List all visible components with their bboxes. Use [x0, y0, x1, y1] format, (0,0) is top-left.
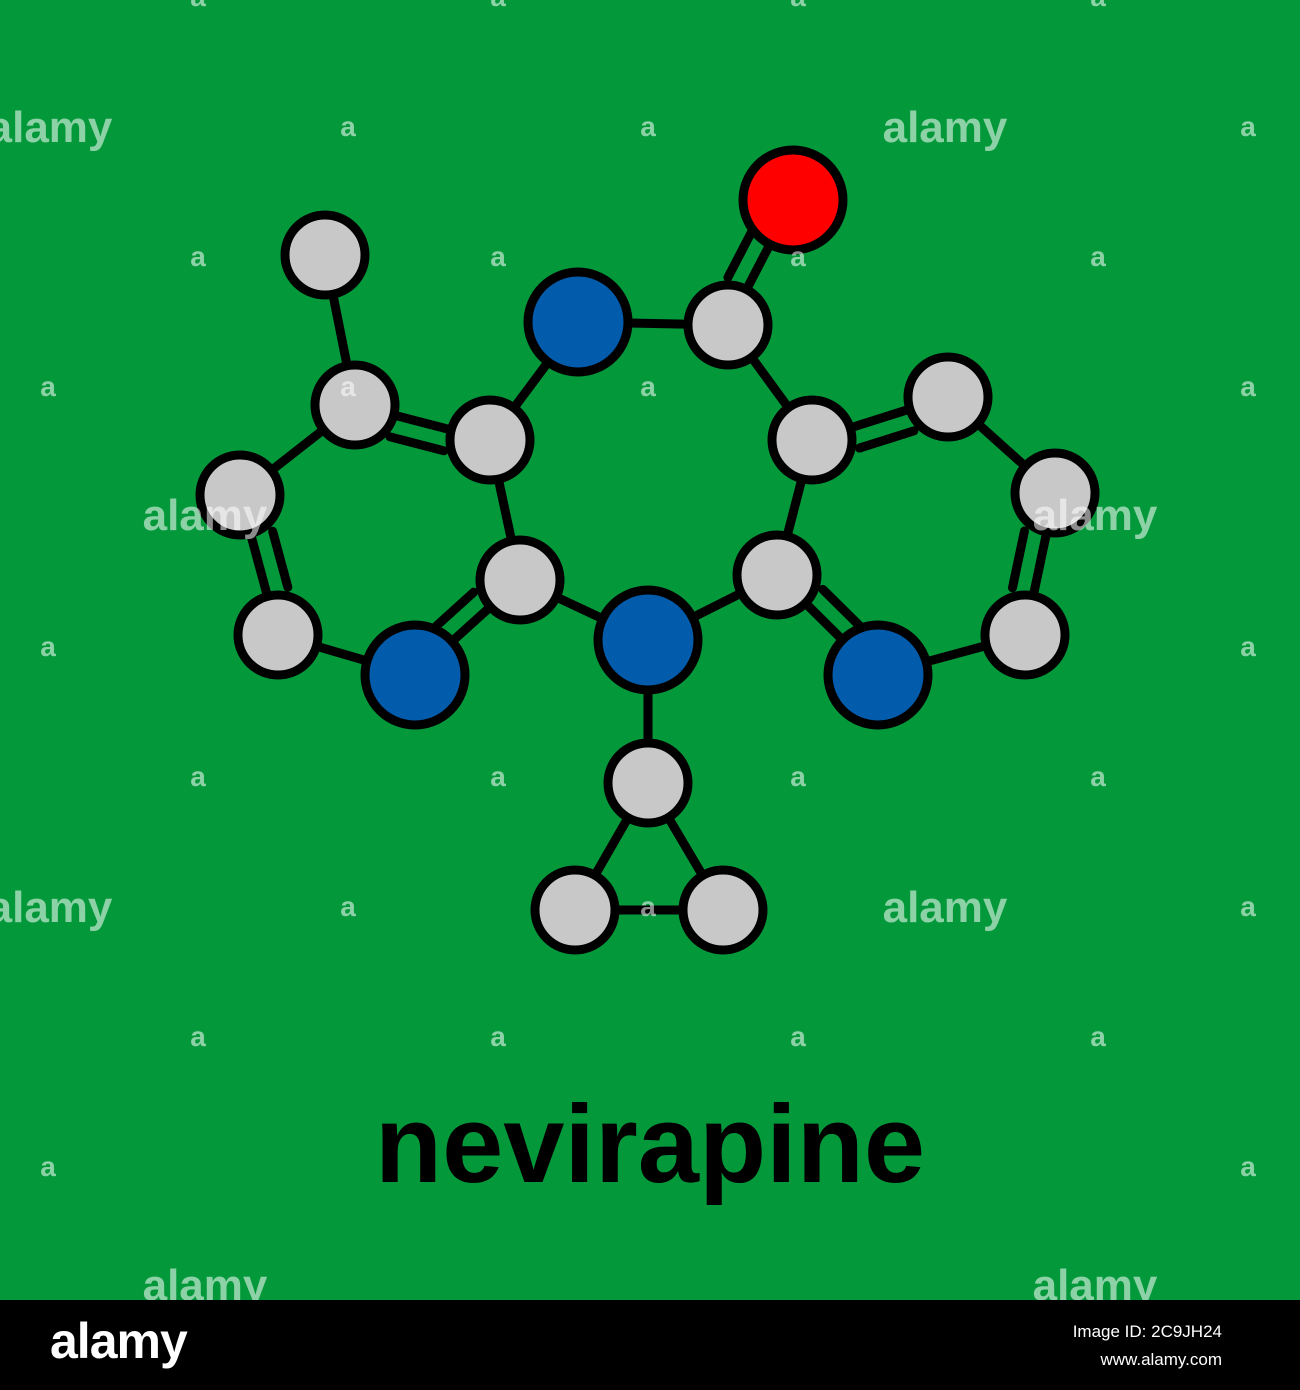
watermark-mark: a	[490, 1021, 506, 1052]
bond-C8-C9-second	[1007, 526, 1029, 593]
bond-C6a-C7-second	[854, 426, 919, 453]
atom-C6	[683, 280, 773, 370]
watermark-mark: a	[40, 631, 56, 662]
watermark-word: alamy	[883, 103, 1008, 152]
atom-C4a	[445, 395, 535, 485]
watermark-mark: a	[640, 111, 656, 142]
watermark-mark: a	[340, 891, 356, 922]
watermark-mark: a	[190, 241, 206, 272]
watermark-mark: a	[40, 1151, 56, 1182]
watermark-mark: a	[640, 891, 656, 922]
atom-C11a	[475, 535, 565, 625]
atom-C7	[903, 352, 993, 442]
image-id: Image ID: 2C9JH24	[1072, 1322, 1222, 1341]
atom-C4	[310, 360, 400, 450]
atom-C9	[980, 590, 1070, 680]
atom-N1	[360, 620, 470, 730]
watermark-word: alamy	[143, 491, 268, 540]
bond-C4-C4a-second	[385, 432, 449, 456]
atom-Ccp1	[603, 738, 693, 828]
atom-Ccp2	[530, 865, 620, 955]
watermark-mark: a	[790, 241, 806, 272]
watermark-mark: a	[1090, 761, 1106, 792]
watermark-word: alamy	[1033, 1261, 1158, 1300]
watermark-mark: a	[1090, 241, 1106, 272]
bond-C3-C2-second	[268, 526, 293, 592]
atom-N10	[823, 620, 933, 730]
atom-N5	[523, 267, 633, 377]
watermark-mark: a	[490, 0, 506, 12]
atom-C10a	[732, 530, 822, 620]
watermark-word: alamy	[883, 883, 1008, 932]
watermark-mark: a	[340, 371, 356, 402]
atom-C8	[1010, 448, 1100, 538]
watermark-mark: a	[40, 371, 56, 402]
watermark-mark: a	[490, 241, 506, 272]
watermark-mark: a	[190, 0, 206, 12]
footer-logo: alamy	[50, 1313, 188, 1369]
watermark-mark: a	[1240, 631, 1256, 662]
atom-N11	[593, 585, 703, 695]
atom-O	[738, 145, 848, 255]
watermark-mark: a	[1240, 891, 1256, 922]
atom-C3	[195, 450, 285, 540]
watermark-word: alamy	[0, 103, 113, 152]
footer-bar: alamy Image ID: 2C9JH24 www.alamy.com	[0, 1300, 1300, 1390]
watermark-mark: a	[1090, 0, 1106, 12]
molecule-diagram: alamy alamy alamy alamy alamy alamy alamy alamy…	[0, 0, 1300, 1300]
atoms-layer	[195, 145, 1100, 955]
watermark-word: alamy	[1033, 491, 1158, 540]
watermark-mark: a	[1240, 111, 1256, 142]
bond-N10-C10a-second	[818, 584, 868, 634]
molecule-name: nevirapine	[375, 1083, 925, 1206]
atom-C6a	[767, 395, 857, 485]
bond-N1-C11a-second	[427, 587, 479, 635]
watermark-mark: a	[1240, 371, 1256, 402]
bond-C6-O-second	[723, 222, 759, 282]
watermark-word: alamy	[143, 1261, 268, 1300]
watermark-mark: a	[790, 0, 806, 12]
watermark-mark: a	[190, 761, 206, 792]
watermark-mark: a	[490, 761, 506, 792]
atom-CH3	[280, 210, 370, 300]
atom-Ccp3	[678, 865, 768, 955]
watermark-mark: a	[190, 1021, 206, 1052]
atom-C2	[233, 590, 323, 680]
watermark-mark: a	[790, 761, 806, 792]
watermark-mark: a	[1090, 1021, 1106, 1052]
watermark-mark: a	[340, 111, 356, 142]
watermark-mark: a	[640, 371, 656, 402]
watermark-mark: a	[790, 1021, 806, 1052]
footer-url: www.alamy.com	[1100, 1350, 1222, 1369]
watermark-mark: a	[1240, 1151, 1256, 1182]
watermark-word: alamy	[0, 883, 113, 932]
watermark-layer: alamy alamy alamy alamy alamy alamy alamy alamy…	[0, 0, 1256, 1300]
